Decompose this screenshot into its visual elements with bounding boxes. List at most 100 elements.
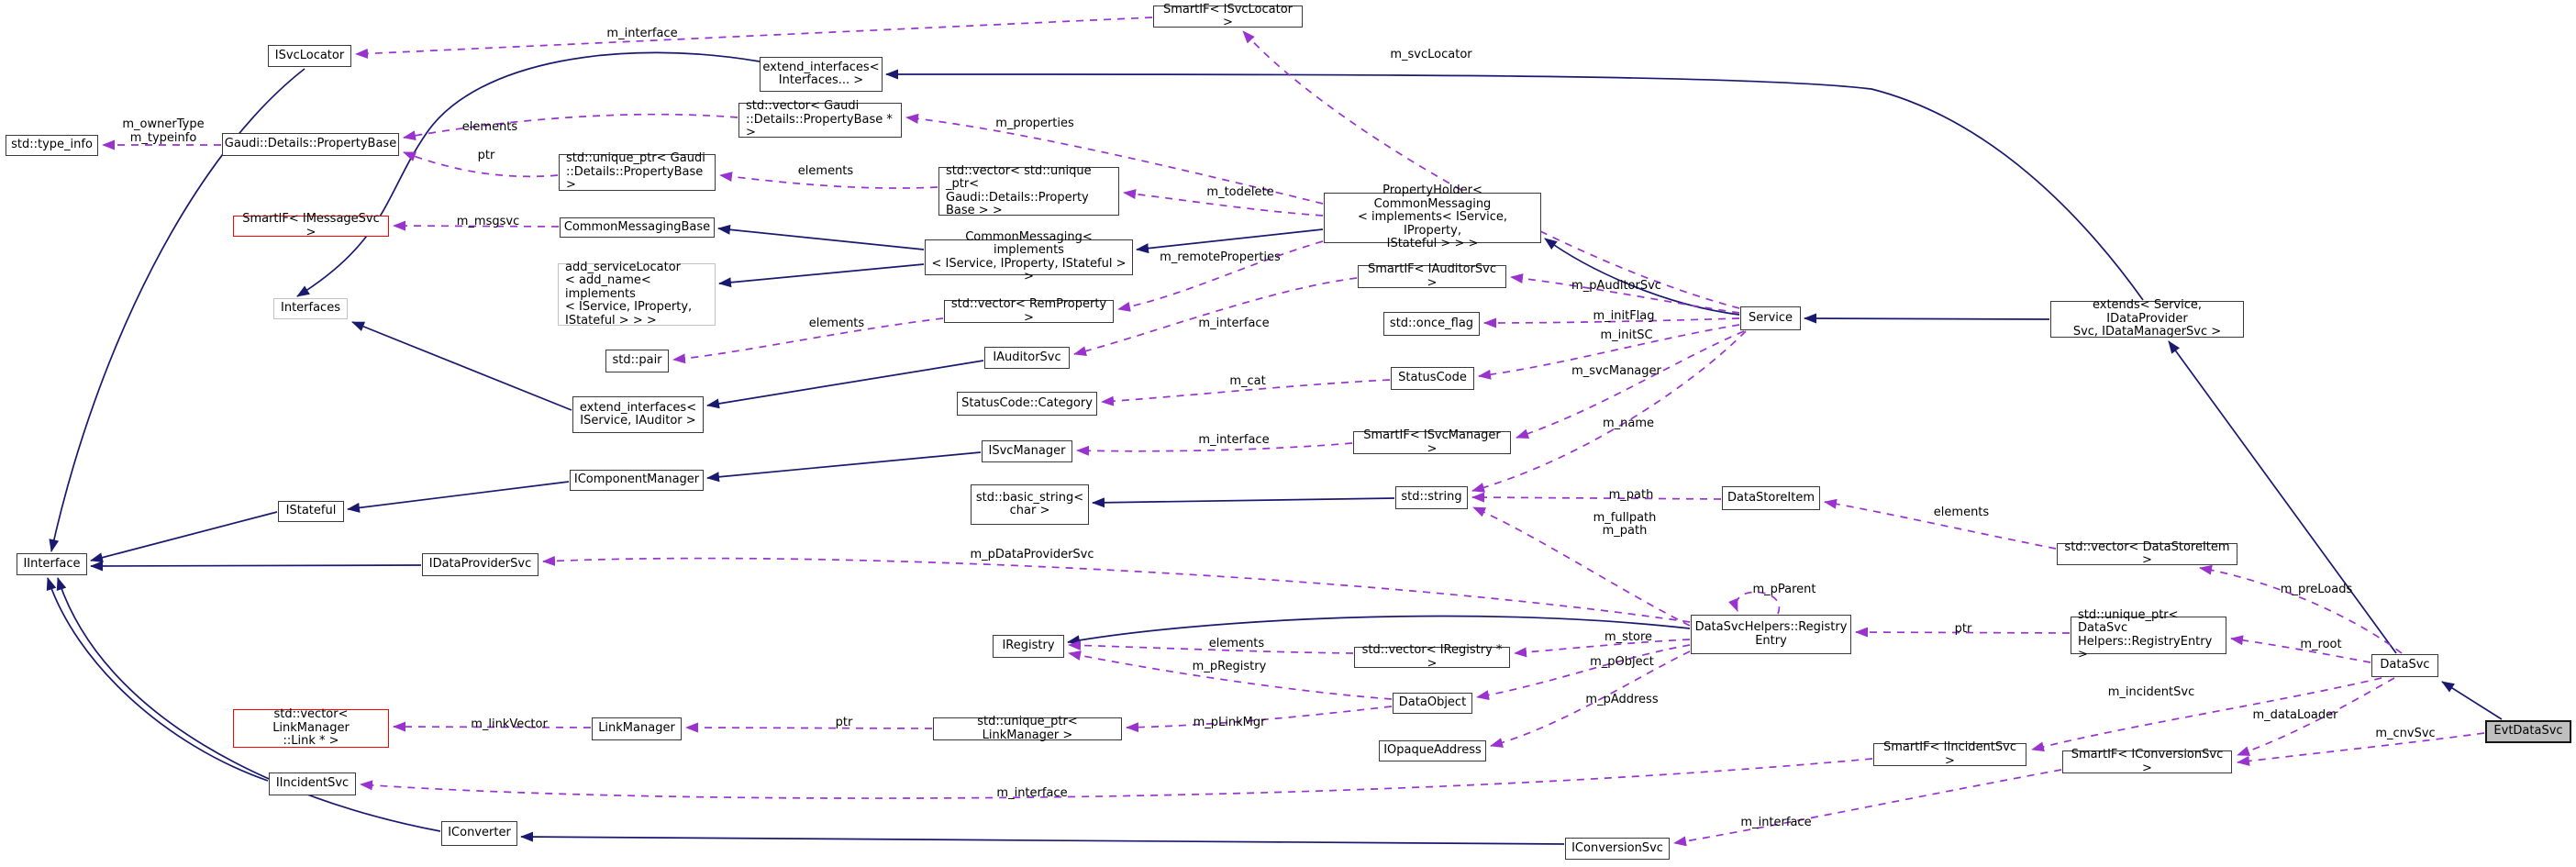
node-isvclocator[interactable]: ISvcLocator [268,45,351,67]
node-datasvc[interactable]: DataSvc [2371,654,2438,677]
edge-label-m-incidentsvc: m_incidentSvc [2108,685,2194,699]
edge-istateful-to-iinterface [90,511,278,563]
node-icomponentmanager[interactable]: IComponentManager [570,470,704,491]
edge-extends-to-extendinterfacespack [885,69,2144,301]
edge-minterface-iincidentsvc [360,758,1873,799]
edge-label-m-root: m_root [2300,638,2341,651]
node-interfaces[interactable]: Interfaces [273,298,348,319]
edge-iconverter-to-iinterface [56,577,441,832]
node-std-basic-string[interactable]: std::basic_string< char > [971,484,1089,525]
edge-mdataloader [2237,677,2395,756]
node-std-type-info[interactable]: std::type_info [6,135,98,156]
node-statuscode-category[interactable]: StatusCode::Category [957,392,1097,416]
node-smartif-isvclocator[interactable]: SmartIF< ISvcLocator > [1153,3,1303,29]
edge-stdstring-to-basicstring [1092,497,1395,508]
edge-label-m-plinkmgr: m_pLinkMgr [1194,716,1267,729]
edge-label-m-interface-isvcmanager: m_interface [1198,433,1269,447]
edge-extends-to-service [1804,313,2050,324]
node-add-servicelocator[interactable]: add_serviceLocator < add_name< implement… [558,261,716,328]
node-std-vector-propertybase-ptr[interactable]: std::vector< Gaudi ::Details::PropertyBa… [738,100,902,139]
edge-mpreloads [2199,564,2403,654]
node-std-vector-remproperty[interactable]: std::vector< RemProperty > [944,297,1114,324]
node-smartif-iconversionsvc[interactable]: SmartIF< IConversionSvc > [2062,748,2232,774]
edge-mpaddress [1490,650,1691,748]
edge-ptr-propertybase [403,151,559,178]
node-std-unique-ptr-propertybase[interactable]: std::unique_ptr< Gaudi ::Details::Proper… [559,152,716,192]
node-linkmanager[interactable]: LinkManager [592,717,682,740]
node-evtdatasvc[interactable]: EvtDataSvc [2485,720,2571,743]
node-iconversionsvc[interactable]: IConversionSvc [1565,838,1670,860]
node-datastoreitem[interactable]: DataStoreItem [1722,486,1820,510]
edge-label-m-linkvector: m_linkVector [471,717,548,731]
node-std-vector-datastoreitem[interactable]: std::vector< DataStoreItem > [2057,540,2237,567]
edge-mpauditorsvc [1510,273,1740,314]
node-dataobject[interactable]: DataObject [1393,693,1472,714]
edge-label-ptr-propertybase: ptr [478,149,495,162]
node-idataprovidersvc[interactable]: IDataProviderSvc [422,553,539,576]
edge-mmsgsvc [393,220,560,231]
node-extend-interfaces-pack[interactable]: extend_interfaces< Interfaces... > [760,57,883,92]
edge-minitflag [1483,317,1740,328]
edge-label-elements-iregistry: elements [1209,637,1265,650]
edge-registryentry-to-iregistry [1067,615,1691,646]
edge-mlinkvector [393,721,592,732]
node-std-string[interactable]: std::string [1395,486,1468,509]
node-propertyholder[interactable]: PropertyHolder< CommonMessaging < implem… [1324,184,1541,250]
node-std-vector-iregistry[interactable]: std::vector< IRegistry * > [1354,643,1510,670]
node-iregistry[interactable]: IRegistry [993,635,1064,658]
node-smartif-iauditorsvc[interactable]: SmartIF< IAuditorSvc > [1358,262,1506,289]
node-statuscode[interactable]: StatusCode [1391,367,1474,390]
edge-mtodelete [1123,189,1324,217]
edge-elements-uniqueptr [719,172,938,189]
node-gaudi-details-propertybase[interactable]: Gaudi::Details::PropertyBase [222,133,399,156]
edge-label-ptr-registryentry: ptr [1955,622,1972,636]
edge-label-m-store: m_store [1604,630,1652,644]
node-isvcmanager[interactable]: ISvcManager [982,440,1072,462]
node-std-pair[interactable]: std::pair [605,350,669,372]
edge-mpregistry [1068,650,1393,700]
node-std-unique-ptr-registryentry[interactable]: std::unique_ptr< DataSvc Helpers::Regist… [2071,608,2226,661]
node-smartif-imessagesvc[interactable]: SmartIF< IMessageSvc > [233,212,389,239]
edge-minterface-isvclocator [355,17,1153,59]
edge-label-m-properties: m_properties [995,117,1074,130]
edge-elements-propertybase [403,113,738,141]
node-std-vector-unique-ptr-propertybase[interactable]: std::vector< std::unique _ptr< Gaudi::De… [938,164,1119,217]
edge-label-m-cat: m_cat [1229,374,1265,388]
node-commonmessagingbase[interactable]: CommonMessagingBase [560,217,715,238]
edge-label-m-typeinfo: m_typeinfo [130,131,197,145]
edge-msvcmanager [1516,330,1745,439]
edge-commonmessaging-to-addservicelocator [718,263,925,288]
node-registryentry[interactable]: DataSvcHelpers::Registry Entry [1691,615,1851,654]
edge-mroot [2230,635,2371,663]
node-smartif-isvcmanager[interactable]: SmartIF< ISvcManager > [1353,428,1511,455]
edge-evtdatasvc-to-datasvc [2441,681,2503,720]
node-smartif-iincidentsvc[interactable]: SmartIF< IIncidentSvc > [1873,740,2026,767]
edge-label-m-interface-iconversionsvc: m_interface [1740,816,1811,829]
edge-mfullpath [1472,506,1691,627]
node-iauditorsvc[interactable]: IAuditorSvc [984,347,1070,369]
node-iconverter[interactable]: IConverter [441,821,517,846]
node-std-vector-linkmanager-link[interactable]: std::vector< LinkManager ::Link * > [233,708,389,748]
node-extends-service[interactable]: extends< Service, IDataProvider Svc, IDa… [2050,299,2244,339]
node-istateful[interactable]: IStateful [278,501,344,522]
edge-label-elements-uniqueptr: elements [798,164,854,178]
node-iincidentsvc[interactable]: IIncidentSvc [269,773,356,795]
edge-mcat [1101,379,1391,406]
edge-label-m-fullpath: m_fullpath [1593,511,1657,525]
node-commonmessaging[interactable]: CommonMessaging< implements < IService, … [925,230,1133,283]
node-iopaqueaddress[interactable]: IOpaqueAddress [1379,740,1486,761]
edge-label-m-path-datastoreitem: m_path [1609,488,1654,502]
node-iinterface[interactable]: IInterface [17,553,87,575]
node-service[interactable]: Service [1740,306,1801,330]
edge-service-to-propertyholder [1544,238,1740,316]
edge-minterface-iconversionsvc [1673,769,2062,847]
edge-label-elements-datastoreitem: elements [1934,506,1990,519]
node-std-once-flag[interactable]: std::once_flag [1383,312,1480,336]
edge-label-m-ownertype: m_ownerType [122,117,204,131]
node-std-unique-ptr-linkmanager[interactable]: std::unique_ptr< LinkManager > [933,715,1122,741]
edge-label-ptr-linkmanager: ptr [836,716,853,729]
edge-mname [1471,330,1747,493]
node-extend-interfaces-iservice-iauditor[interactable]: extend_interfaces< IService, IAuditor > [572,396,704,433]
edge-mpath-datastoreitem [1471,492,1722,503]
